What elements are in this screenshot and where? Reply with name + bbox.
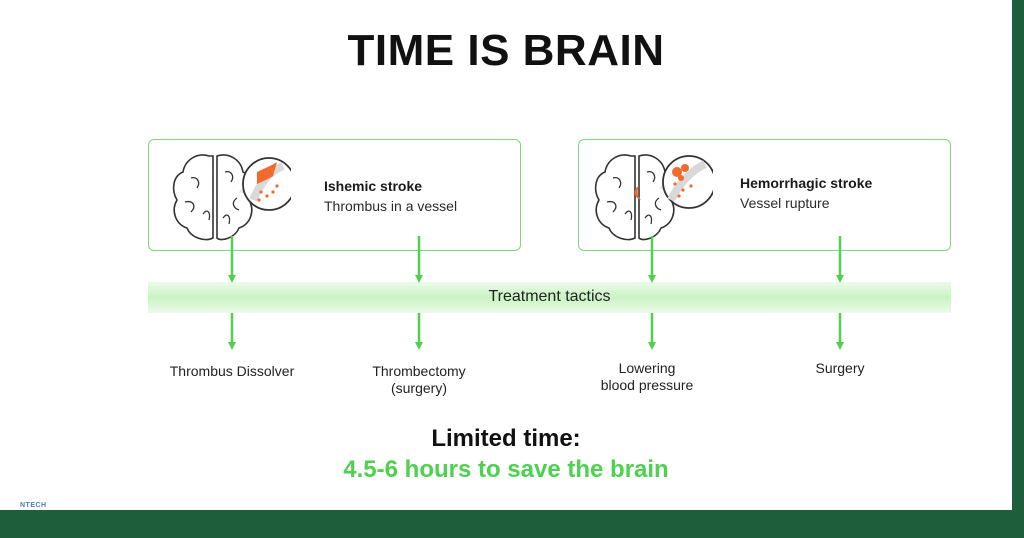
outcome-lowering-blood-pressure: Lowering blood pressure: [562, 360, 732, 394]
card-title: Ishemic stroke: [324, 178, 423, 194]
outcome-line: Thrombus Dissolver: [169, 363, 295, 379]
treatment-tactics-band: Treatment tactics: [148, 282, 951, 313]
outcome-line: (surgery): [390, 380, 447, 396]
hours-highlight: 4.5-6 hours to save the brain: [343, 456, 669, 483]
connector-arrows: [228, 236, 844, 350]
treatment-tactics-label: Treatment tactics: [488, 288, 611, 305]
card-title: Hemorrhagic stroke: [740, 175, 873, 191]
card-subtitle: Vessel rupture: [740, 195, 830, 211]
outcome-thrombectomy: Thrombectomy (surgery): [334, 363, 504, 397]
ischemic-stroke-card: Ishemic stroke Thrombus in a vessel: [148, 139, 521, 251]
outcome-line: Surgery: [815, 360, 865, 376]
brain-ischemic-icon: [172, 154, 291, 241]
frame-right-border: [1012, 0, 1024, 538]
frame-bottom-border: [0, 510, 1024, 538]
diagram-canvas: TIME IS BRAIN Ishemic stroke Thrombus in…: [0, 0, 1012, 510]
outcome-line: Thrombectomy: [372, 363, 466, 379]
outcome-line: blood pressure: [600, 377, 694, 393]
outcome-thrombus-dissolver: Thrombus Dissolver: [147, 363, 317, 380]
card-subtitle: Thrombus in a vessel: [324, 198, 458, 214]
outcome-surgery: Surgery: [755, 360, 925, 377]
limited-time-heading: Limited time:: [431, 425, 581, 452]
outcome-line: Lowering: [618, 360, 676, 376]
brand-logo: NTECH: [20, 502, 47, 509]
page-title: TIME IS BRAIN: [347, 26, 665, 75]
